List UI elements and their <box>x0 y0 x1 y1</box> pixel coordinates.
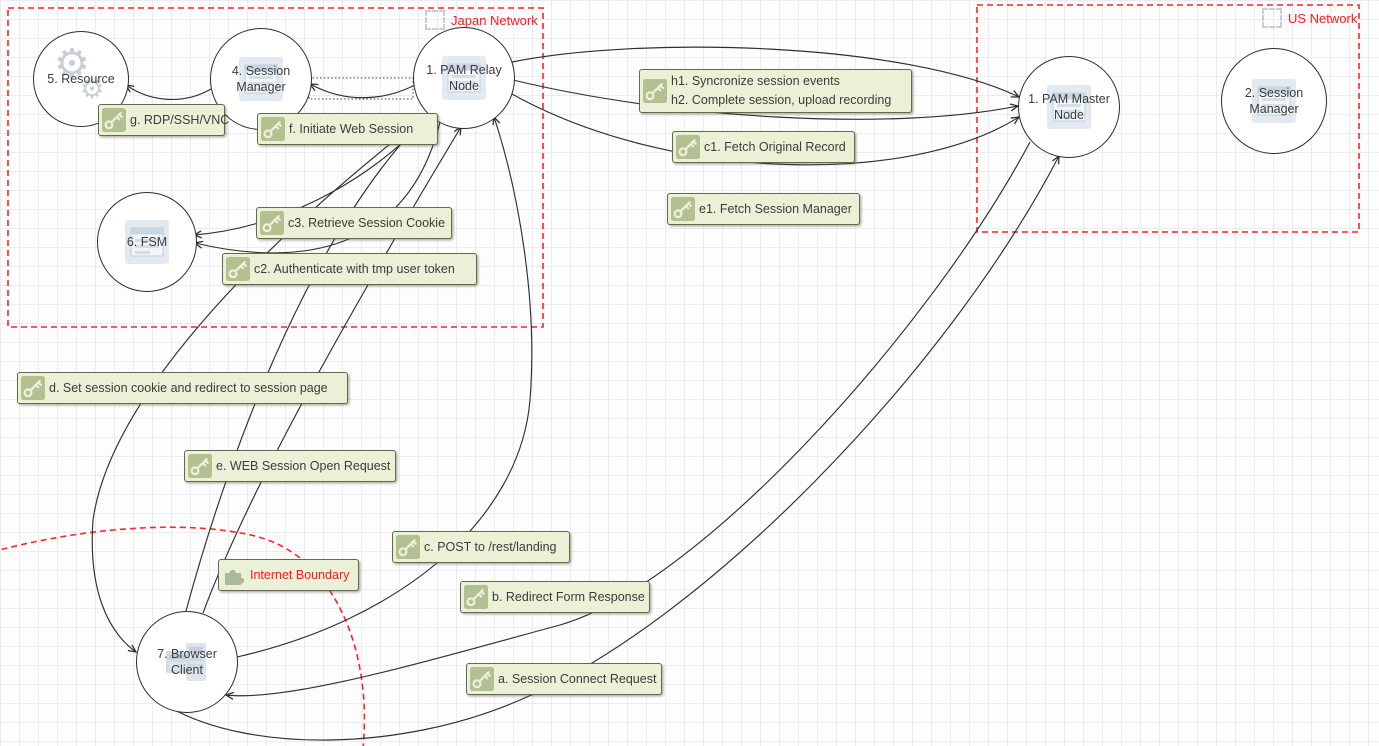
flow-label-text: h1. Syncronize session events <box>671 74 840 89</box>
flow-label-b[interactable]: b. Redirect Form Response <box>460 581 650 613</box>
node-label: Manager <box>236 80 286 94</box>
node-label: 2. Session <box>1244 85 1304 100</box>
flow-label-text: g. RDP/SSH/VNC <box>130 113 230 127</box>
flow-label-text: c2. Authenticate with tmp user token <box>254 262 455 276</box>
flow-f-line[interactable] <box>310 84 414 99</box>
flow-g-line[interactable] <box>126 85 212 100</box>
flow-c1-line[interactable] <box>512 79 1018 120</box>
flow-label-text: c1. Fetch Original Record <box>704 140 846 154</box>
node-label: Node <box>1054 108 1084 122</box>
flow-label-text: h2. Complete session, upload recording <box>671 93 892 107</box>
flow-label-d[interactable]: d. Set session cookie and redirect to se… <box>17 372 348 404</box>
key-icon <box>676 135 700 159</box>
node-label: 4. Session <box>231 63 291 78</box>
gears-icon: ⚙⚙ <box>54 41 105 105</box>
flow-label-text: b. Redirect Form Response <box>492 590 645 604</box>
flow-label-a[interactable]: a. Session Connect Request <box>466 663 662 695</box>
flow-label-e1[interactable]: e1. Fetch Session Manager <box>667 193 860 225</box>
node-label: 1. PAM Master <box>1028 91 1110 106</box>
boundary-label-text: US Network <box>1288 10 1358 26</box>
key-icon <box>21 376 45 400</box>
node-fsm[interactable]: 6. FSM <box>97 192 197 292</box>
flow-label-g[interactable]: g. RDP/SSH/VNC <box>98 104 229 136</box>
flow-label-c2[interactable]: c2. Authenticate with tmp user token <box>222 253 477 285</box>
flow-c2-line[interactable] <box>195 121 441 254</box>
flow-c-line[interactable] <box>236 117 533 658</box>
node-resource[interactable]: ⚙⚙ 5. Resource <box>33 31 129 127</box>
flow-label-c3[interactable]: c3. Retrieve Session Cookie <box>256 207 452 239</box>
node-label: Manager <box>1249 102 1299 116</box>
node-label: 1. PAM Relay <box>426 62 502 77</box>
node-label: Node <box>449 79 479 93</box>
key-icon <box>643 79 667 103</box>
node-label: 7. Browser <box>157 646 217 661</box>
flow-label-text: e. WEB Session Open Request <box>216 459 391 473</box>
japan-network-boundary-label[interactable]: Japan Network <box>425 10 538 30</box>
key-icon <box>464 585 488 609</box>
flow-selection-rect <box>308 77 414 100</box>
flow-a-line[interactable] <box>170 156 1059 741</box>
node-label: 5. Resource <box>47 71 115 86</box>
flow-h-line[interactable] <box>511 46 1019 97</box>
boundary-label-text: Japan Network <box>451 12 538 28</box>
internet-boundary-label[interactable]: Internet Boundary <box>218 559 359 591</box>
japan-network-boundary[interactable] <box>7 7 544 328</box>
flow-label-text: c3. Retrieve Session Cookie <box>288 216 446 230</box>
flow-label-h[interactable]: h1. Syncronize session events h2. Comple… <box>639 69 912 113</box>
flow-label-c[interactable]: c. POST to /rest/landing <box>392 531 570 563</box>
puzzle-icon <box>225 569 245 585</box>
flow-e1-line[interactable] <box>511 93 1019 166</box>
flow-label-text: e1. Fetch Session Manager <box>699 202 852 216</box>
key-icon <box>226 257 250 281</box>
flow-label-c1[interactable]: c1. Fetch Original Record <box>672 131 855 163</box>
key-icon <box>188 454 212 478</box>
boundary-box-icon <box>1262 8 1282 28</box>
boundary-box-icon <box>425 10 445 30</box>
flow-label-text: f. Initiate Web Session <box>289 122 414 136</box>
node-label: Client <box>171 663 203 677</box>
flow-label-text: c. POST to /rest/landing <box>424 540 557 554</box>
key-icon <box>470 667 494 691</box>
flow-label-f[interactable]: f. Initiate Web Session <box>257 113 438 145</box>
us-network-boundary[interactable] <box>976 4 1360 233</box>
key-icon <box>102 108 126 132</box>
key-icon <box>260 211 284 235</box>
key-icon <box>261 117 285 141</box>
key-icon <box>671 197 695 221</box>
key-icon <box>396 535 420 559</box>
internet-boundary-arc[interactable] <box>0 526 366 746</box>
us-network-boundary-label[interactable]: US Network <box>1262 8 1357 28</box>
flow-label-e[interactable]: e. WEB Session Open Request <box>184 450 396 482</box>
node-label: 6. FSM <box>126 234 168 249</box>
flow-label-text: a. Session Connect Request <box>498 672 657 686</box>
flow-f2-line[interactable] <box>185 114 429 612</box>
flow-label-text: d. Set session cookie and redirect to se… <box>49 381 328 395</box>
boundary-label-text: Internet Boundary <box>250 568 350 582</box>
